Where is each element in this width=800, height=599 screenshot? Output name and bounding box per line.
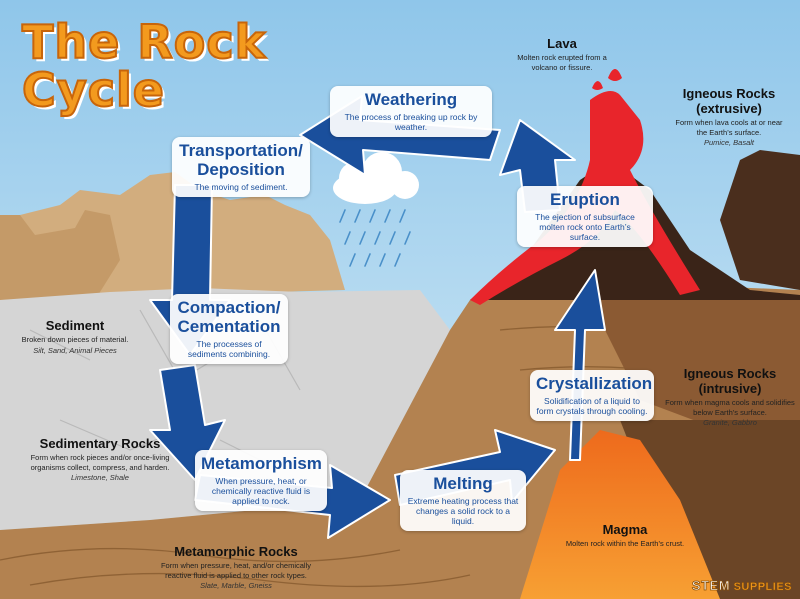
stage-eruption-name: Eruption xyxy=(550,190,620,209)
stage-melting: Melting Extreme heating process that cha… xyxy=(400,470,526,531)
label-lava-name: Lava xyxy=(547,36,577,51)
logo-part-1: STEM xyxy=(691,578,731,594)
label-metamorphic-examples: Slate, Marble, Gneiss xyxy=(200,581,272,590)
label-igneous-intrusive-name: Igneous Rocks (intrusive) xyxy=(683,366,777,396)
label-igneous-extrusive: Igneous Rocks (extrusive) Form when lava… xyxy=(670,86,788,148)
stage-eruption-desc: The ejection of subsurface molten rock o… xyxy=(535,212,635,242)
stage-compaction: Compaction/ Cementation The processes of… xyxy=(170,294,288,364)
label-sediment-name: Sediment xyxy=(45,318,105,333)
arrow-crystallization xyxy=(554,269,606,461)
label-sediment-examples: Silt, Sand, Animal Pieces xyxy=(33,345,117,355)
stage-weathering-name: Weathering xyxy=(364,90,458,109)
label-magma-desc: Molten rock within the Earth’s crust. xyxy=(565,539,685,548)
stage-metamorphism-desc: When pressure, heat, or chemically react… xyxy=(211,476,311,506)
stage-transportation-name: Transportation/ Deposition xyxy=(179,141,303,179)
stage-transportation: Transportation/ Deposition The moving of… xyxy=(172,137,310,197)
stage-compaction-desc: The processes of sediments combining. xyxy=(187,339,271,359)
stage-crystallization-name: Crystallization xyxy=(536,374,653,393)
stage-transportation-desc: The moving of sediment. xyxy=(194,182,288,192)
label-igneous-extrusive-name: Igneous Rocks (extrusive) xyxy=(682,86,776,116)
label-metamorphic-desc: Form when pressure, heat, and/or chemica… xyxy=(160,561,312,580)
label-magma: Magma Molten rock within the Earth’s cru… xyxy=(560,522,690,549)
stage-crystallization: Crystallization Solidification of a liqu… xyxy=(530,370,654,421)
label-magma-name: Magma xyxy=(602,522,648,537)
label-igneous-intrusive-desc: Form when magma cools and solidifies bel… xyxy=(665,398,795,417)
label-lava-desc: Molten rock erupted from a volcano or fi… xyxy=(517,53,607,72)
lava-drops xyxy=(592,69,622,90)
stage-metamorphism-name: Metamorphism xyxy=(201,454,322,473)
label-lava: Lava Molten rock erupted from a volcano … xyxy=(506,36,618,72)
label-sediment-desc: Broken down pieces of material. xyxy=(21,335,129,344)
title-line-1: The Rock xyxy=(21,15,267,69)
label-sedimentary: Sedimentary Rocks Form when rock pieces … xyxy=(25,436,175,483)
logo-part-2: SUPPLIES xyxy=(733,581,792,594)
label-metamorphic: Metamorphic Rocks Form when pressure, he… xyxy=(150,544,322,591)
stage-compaction-name: Compaction/ Cementation xyxy=(177,298,281,336)
label-metamorphic-name: Metamorphic Rocks xyxy=(174,544,298,559)
stage-weathering: Weathering The process of breaking up ro… xyxy=(330,86,492,137)
label-igneous-intrusive: Igneous Rocks (intrusive) Form when magm… xyxy=(665,366,795,428)
page-title: The Rock Cycle xyxy=(21,15,267,117)
label-sediment: Sediment Broken down pieces of material.… xyxy=(15,318,135,356)
deep-rock-layer xyxy=(620,420,800,599)
stem-supplies-logo: STEM SUPPLIES xyxy=(691,578,792,594)
strata-lines xyxy=(0,326,800,588)
title-line-2: Cycle xyxy=(21,63,165,117)
label-sedimentary-name: Sedimentary Rocks xyxy=(39,436,161,451)
stage-eruption: Eruption The ejection of subsurface molt… xyxy=(517,186,653,247)
label-igneous-intrusive-examples: Granite, Gabbro xyxy=(703,418,757,427)
stage-metamorphism: Metamorphism When pressure, heat, or che… xyxy=(195,450,327,511)
stage-weathering-desc: The process of breaking up rock by weath… xyxy=(344,112,478,132)
stage-melting-name: Melting xyxy=(433,474,493,493)
label-igneous-extrusive-examples: Pumice, Basalt xyxy=(703,138,755,147)
stage-crystallization-desc: Solidification of a liquid to form cryst… xyxy=(536,396,648,416)
label-sedimentary-examples: Limestone, Shale xyxy=(71,473,129,482)
label-sedimentary-desc: Form when rock pieces and/or once-living… xyxy=(30,453,170,472)
stage-melting-desc: Extreme heating process that changes a s… xyxy=(407,496,519,526)
label-igneous-extrusive-desc: Form when lava cools at or near the Eart… xyxy=(675,118,783,137)
rear-peak xyxy=(720,150,800,290)
near-cliffs xyxy=(0,210,120,320)
magma-chamber xyxy=(520,430,720,599)
